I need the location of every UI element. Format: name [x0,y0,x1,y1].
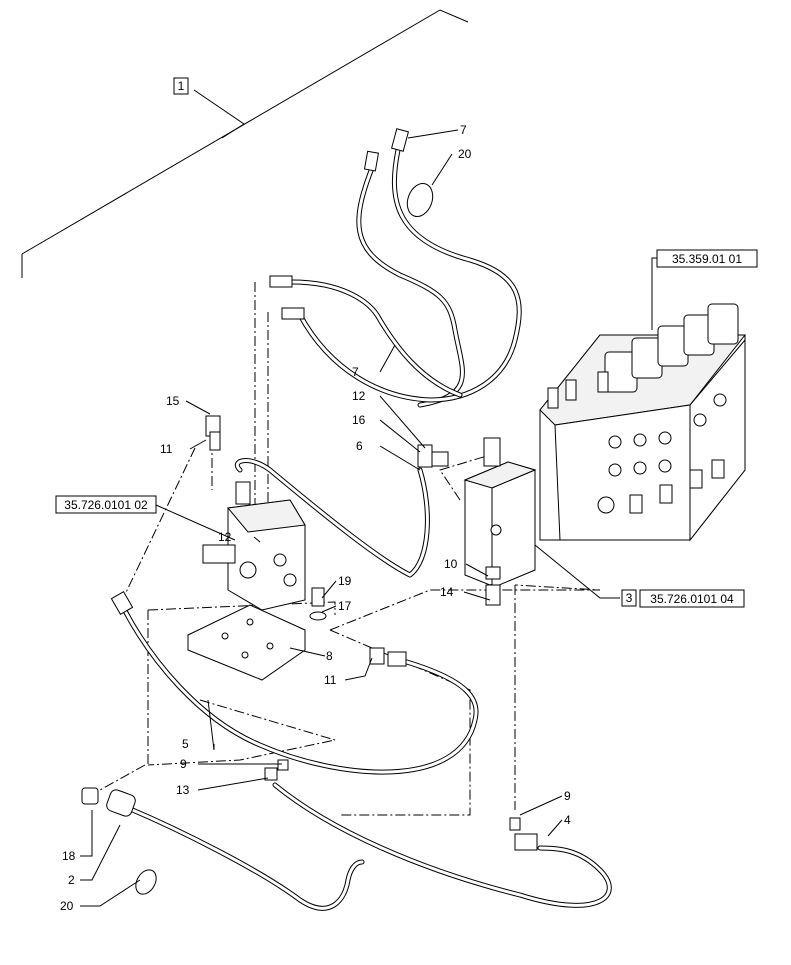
callout-9-left: 9 [180,757,187,771]
callout-15: 15 [166,394,180,408]
callout-18: 18 [62,849,76,863]
ref-right: 35.726.0101 04 [650,592,734,606]
callout-17: 17 [338,599,352,613]
hose-2 [81,787,365,911]
callout-16: 16 [352,413,366,427]
callout-4: 4 [564,813,571,827]
callout-19: 19 [338,574,352,588]
mounting-plate-8 [187,604,306,681]
callout-20-top: 20 [458,147,472,161]
callout-7-mid: 7 [352,365,359,379]
hose-4 [264,759,612,908]
leader-lines [80,129,657,907]
guide-lines [99,282,601,816]
callout-5: 5 [182,737,189,751]
ref-box-right: 35.726.0101 04 [639,589,745,608]
control-valve-bank [539,303,747,542]
callout-6: 6 [356,439,363,453]
callout-10: 10 [444,557,458,571]
callout-20-bottom: 20 [60,899,74,913]
callout-14: 14 [440,585,454,599]
callout-2: 2 [68,873,75,887]
callout-12-upper: 12 [352,389,366,403]
callout-11-lower: 11 [324,673,337,687]
valve-block-3 [463,437,537,606]
callout-8: 8 [326,649,333,663]
callout-7-top: 7 [460,123,467,137]
hose-5 [110,591,479,775]
callout-box-3: 3 [621,589,637,607]
ref-left: 35.726.0101 02 [64,498,148,512]
valve-assembly-left [202,415,449,621]
callout-numbers: 7 20 7 12 16 6 15 11 12 10 19 17 14 8 11… [60,123,571,913]
ref-top-right: 35.359.01 01 [672,252,742,266]
ref-box-top-right: 35.359.01 01 [656,249,758,268]
callout-13: 13 [176,783,190,797]
assembly-bracket [21,9,469,278]
callout-box-1: 1 [173,77,189,95]
callout-12-lower: 12 [218,530,232,544]
callout-11-upper: 11 [160,442,173,456]
callout-3: 3 [626,591,633,605]
ref-box-left: 35.726.0101 02 [55,495,157,514]
callout-1: 1 [178,79,185,93]
hose-7-pair [269,128,522,408]
callout-9-right: 9 [564,789,571,803]
